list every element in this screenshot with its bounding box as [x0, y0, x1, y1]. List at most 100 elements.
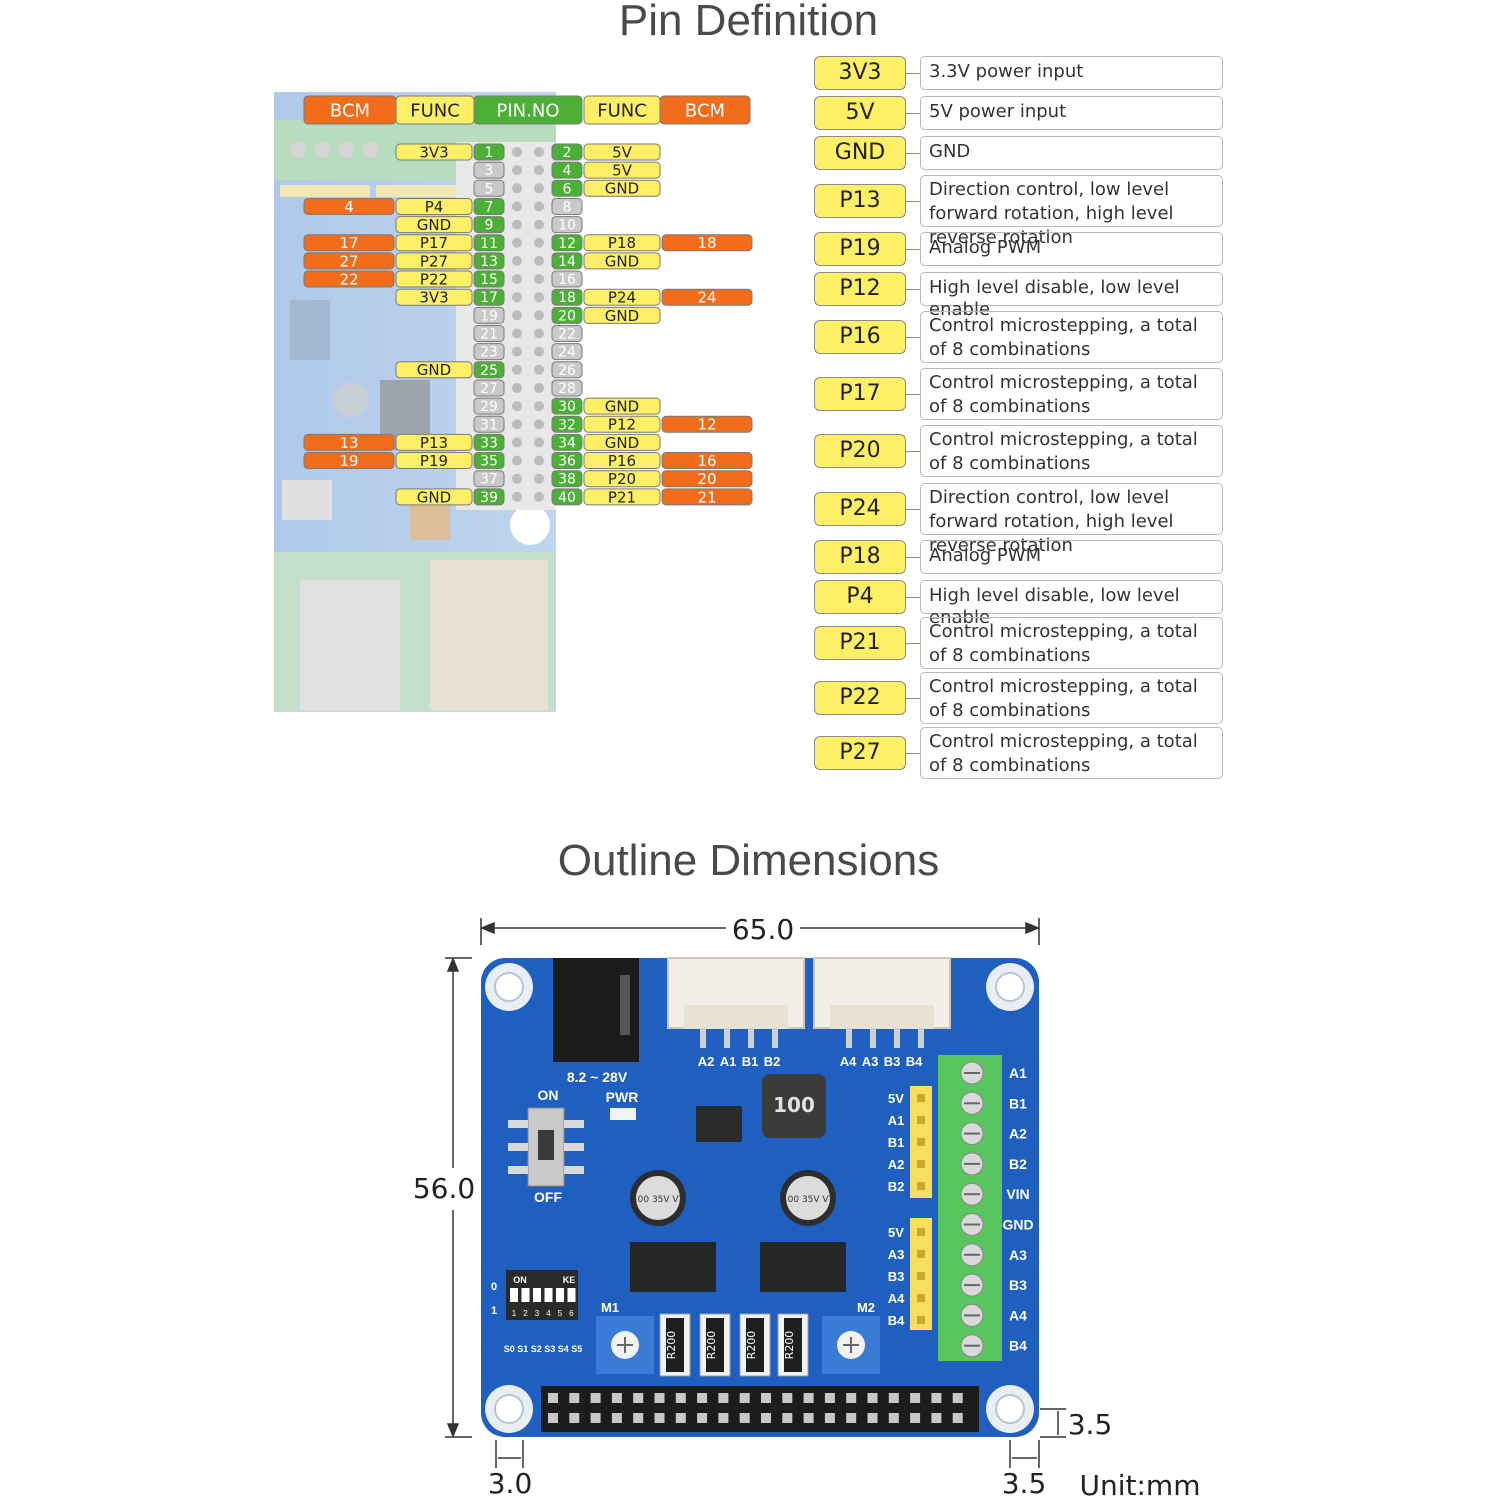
- pin-number-left: 13: [473, 252, 505, 270]
- pin-number-left: 7: [473, 197, 505, 215]
- func-right: P18: [583, 234, 661, 252]
- bcm-left-text: 22: [339, 270, 358, 288]
- dimension-hole-bottom-label: 3.5: [1068, 1408, 1113, 1441]
- pin-number-right: 40: [551, 488, 583, 506]
- pin-number-right: 12: [551, 234, 583, 252]
- bcm-right-text: 21: [697, 488, 716, 506]
- dip-lever: [533, 1288, 541, 1302]
- gpio-pin: [633, 1393, 644, 1403]
- header-pin-even: [534, 183, 544, 194]
- pin-description: 3.3V power input: [920, 56, 1223, 90]
- bcm-left-box: [303, 234, 395, 252]
- pin-name: P19: [814, 232, 906, 266]
- pin-number-right-text: 8: [563, 199, 572, 215]
- pin-number-left-box: [473, 361, 505, 379]
- pin-number-right-box: [551, 361, 583, 379]
- pin-description: Control microstepping, a total of 8 comb…: [920, 425, 1223, 477]
- func-left-text: 3V3: [419, 289, 448, 307]
- dimension-width-label: 65.0: [732, 913, 794, 946]
- bcm-right: 16: [661, 452, 753, 470]
- terminal-label: GND: [1002, 1217, 1033, 1233]
- outline-dimensions-title: Outline Dimensions: [557, 836, 940, 885]
- pin-number-right-text: 26: [558, 363, 576, 379]
- func-left: P22: [395, 270, 473, 288]
- func-right-text: P21: [608, 488, 636, 506]
- header-pin-odd: [512, 183, 522, 194]
- dimension-hole-left: [495, 1440, 524, 1468]
- pin-number-left-text: 9: [485, 218, 494, 234]
- pin-number-left: 21: [473, 325, 505, 343]
- bcm-right-box: [661, 288, 753, 306]
- header-lower-label: A3: [888, 1247, 905, 1262]
- pin-number-right-text: 18: [558, 290, 576, 306]
- motor-hat-board: A2 A1 B1 B2 A4 A3 B3 B4 8.2 ~ 28V ON OFF…: [481, 957, 1039, 1437]
- pin-description: Analog PWM: [920, 540, 1223, 574]
- pin-number-left-box: [473, 488, 505, 506]
- pin-definition-title: Pin Definition: [618, 0, 879, 45]
- bcm-right-text: 16: [697, 452, 716, 470]
- m1-label: M1: [601, 1300, 619, 1315]
- pin-number-right: 18: [551, 288, 583, 306]
- resistor-label: R200: [705, 1331, 718, 1360]
- pin-number-right-box: [551, 179, 583, 197]
- pin-number-left: 9: [473, 216, 505, 234]
- unit-label: Unit:mm: [1080, 1469, 1201, 1497]
- header-pin-odd: [512, 346, 522, 357]
- resistor: R200: [659, 1313, 691, 1377]
- motor-a-label-1: A1: [720, 1054, 737, 1069]
- gpio-pin: [888, 1393, 899, 1403]
- pin-number-right-text: 20: [558, 308, 576, 324]
- gpio-pin: [569, 1393, 580, 1403]
- pin-number-right-text: 40: [558, 490, 576, 506]
- pin-number-left-box: [473, 288, 505, 306]
- pin-number-right: 6: [551, 179, 583, 197]
- pin-number-right-text: 6: [563, 181, 572, 197]
- header-pin-even: [534, 364, 544, 375]
- gpio-pin: [739, 1413, 750, 1423]
- func-right: 5V: [583, 162, 661, 180]
- func-right: P12: [583, 416, 661, 434]
- gpio-pin: [569, 1413, 580, 1423]
- header-pin-even: [534, 437, 544, 448]
- pin-description: Direction control, low level forward rot…: [920, 175, 1223, 248]
- pin-number-left-text: 17: [480, 290, 498, 306]
- header-pin-odd: [512, 328, 522, 339]
- bcm-left-text: 19: [339, 452, 358, 470]
- pin-name: P16: [814, 320, 906, 354]
- dimension-height: [445, 957, 472, 1438]
- gpio-pin: [931, 1413, 942, 1423]
- header-pin-odd: [512, 310, 522, 321]
- pin-number-right-box: [551, 288, 583, 306]
- header-upper-label: B1: [888, 1135, 905, 1150]
- pin-number-right-box: [551, 252, 583, 270]
- gpio-pin: [952, 1393, 963, 1403]
- dip-number: 5: [558, 1309, 563, 1318]
- table-header-0: BCM: [303, 95, 397, 125]
- header-lower-label: B4: [888, 1313, 905, 1328]
- table-header-3-text: FUNC: [597, 100, 647, 121]
- table-header-2: PIN.NO: [473, 95, 583, 125]
- header-pin-odd: [512, 473, 522, 484]
- gpio-header-40pin: [541, 1386, 979, 1432]
- driver-chip-left: [630, 1242, 716, 1292]
- pin-number-left-box: [473, 270, 505, 288]
- gpio-pin: [824, 1413, 835, 1423]
- bcm-right: 24: [661, 288, 753, 307]
- func-right-box: [583, 397, 661, 415]
- func-left: P17: [395, 234, 473, 252]
- resistor-label: R200: [745, 1331, 758, 1360]
- motor-connector-a: [667, 957, 805, 1048]
- pin-number-left-box: [473, 325, 505, 342]
- terminal-label: A2: [1009, 1126, 1027, 1142]
- bcm-right-box: [661, 415, 753, 433]
- header-upper-pin: [917, 1116, 925, 1124]
- pin-name: P18: [814, 540, 906, 574]
- func-left-box: [395, 234, 473, 252]
- screw-terminal-block: [938, 1055, 1002, 1361]
- table-header-4-text: BCM: [685, 100, 725, 121]
